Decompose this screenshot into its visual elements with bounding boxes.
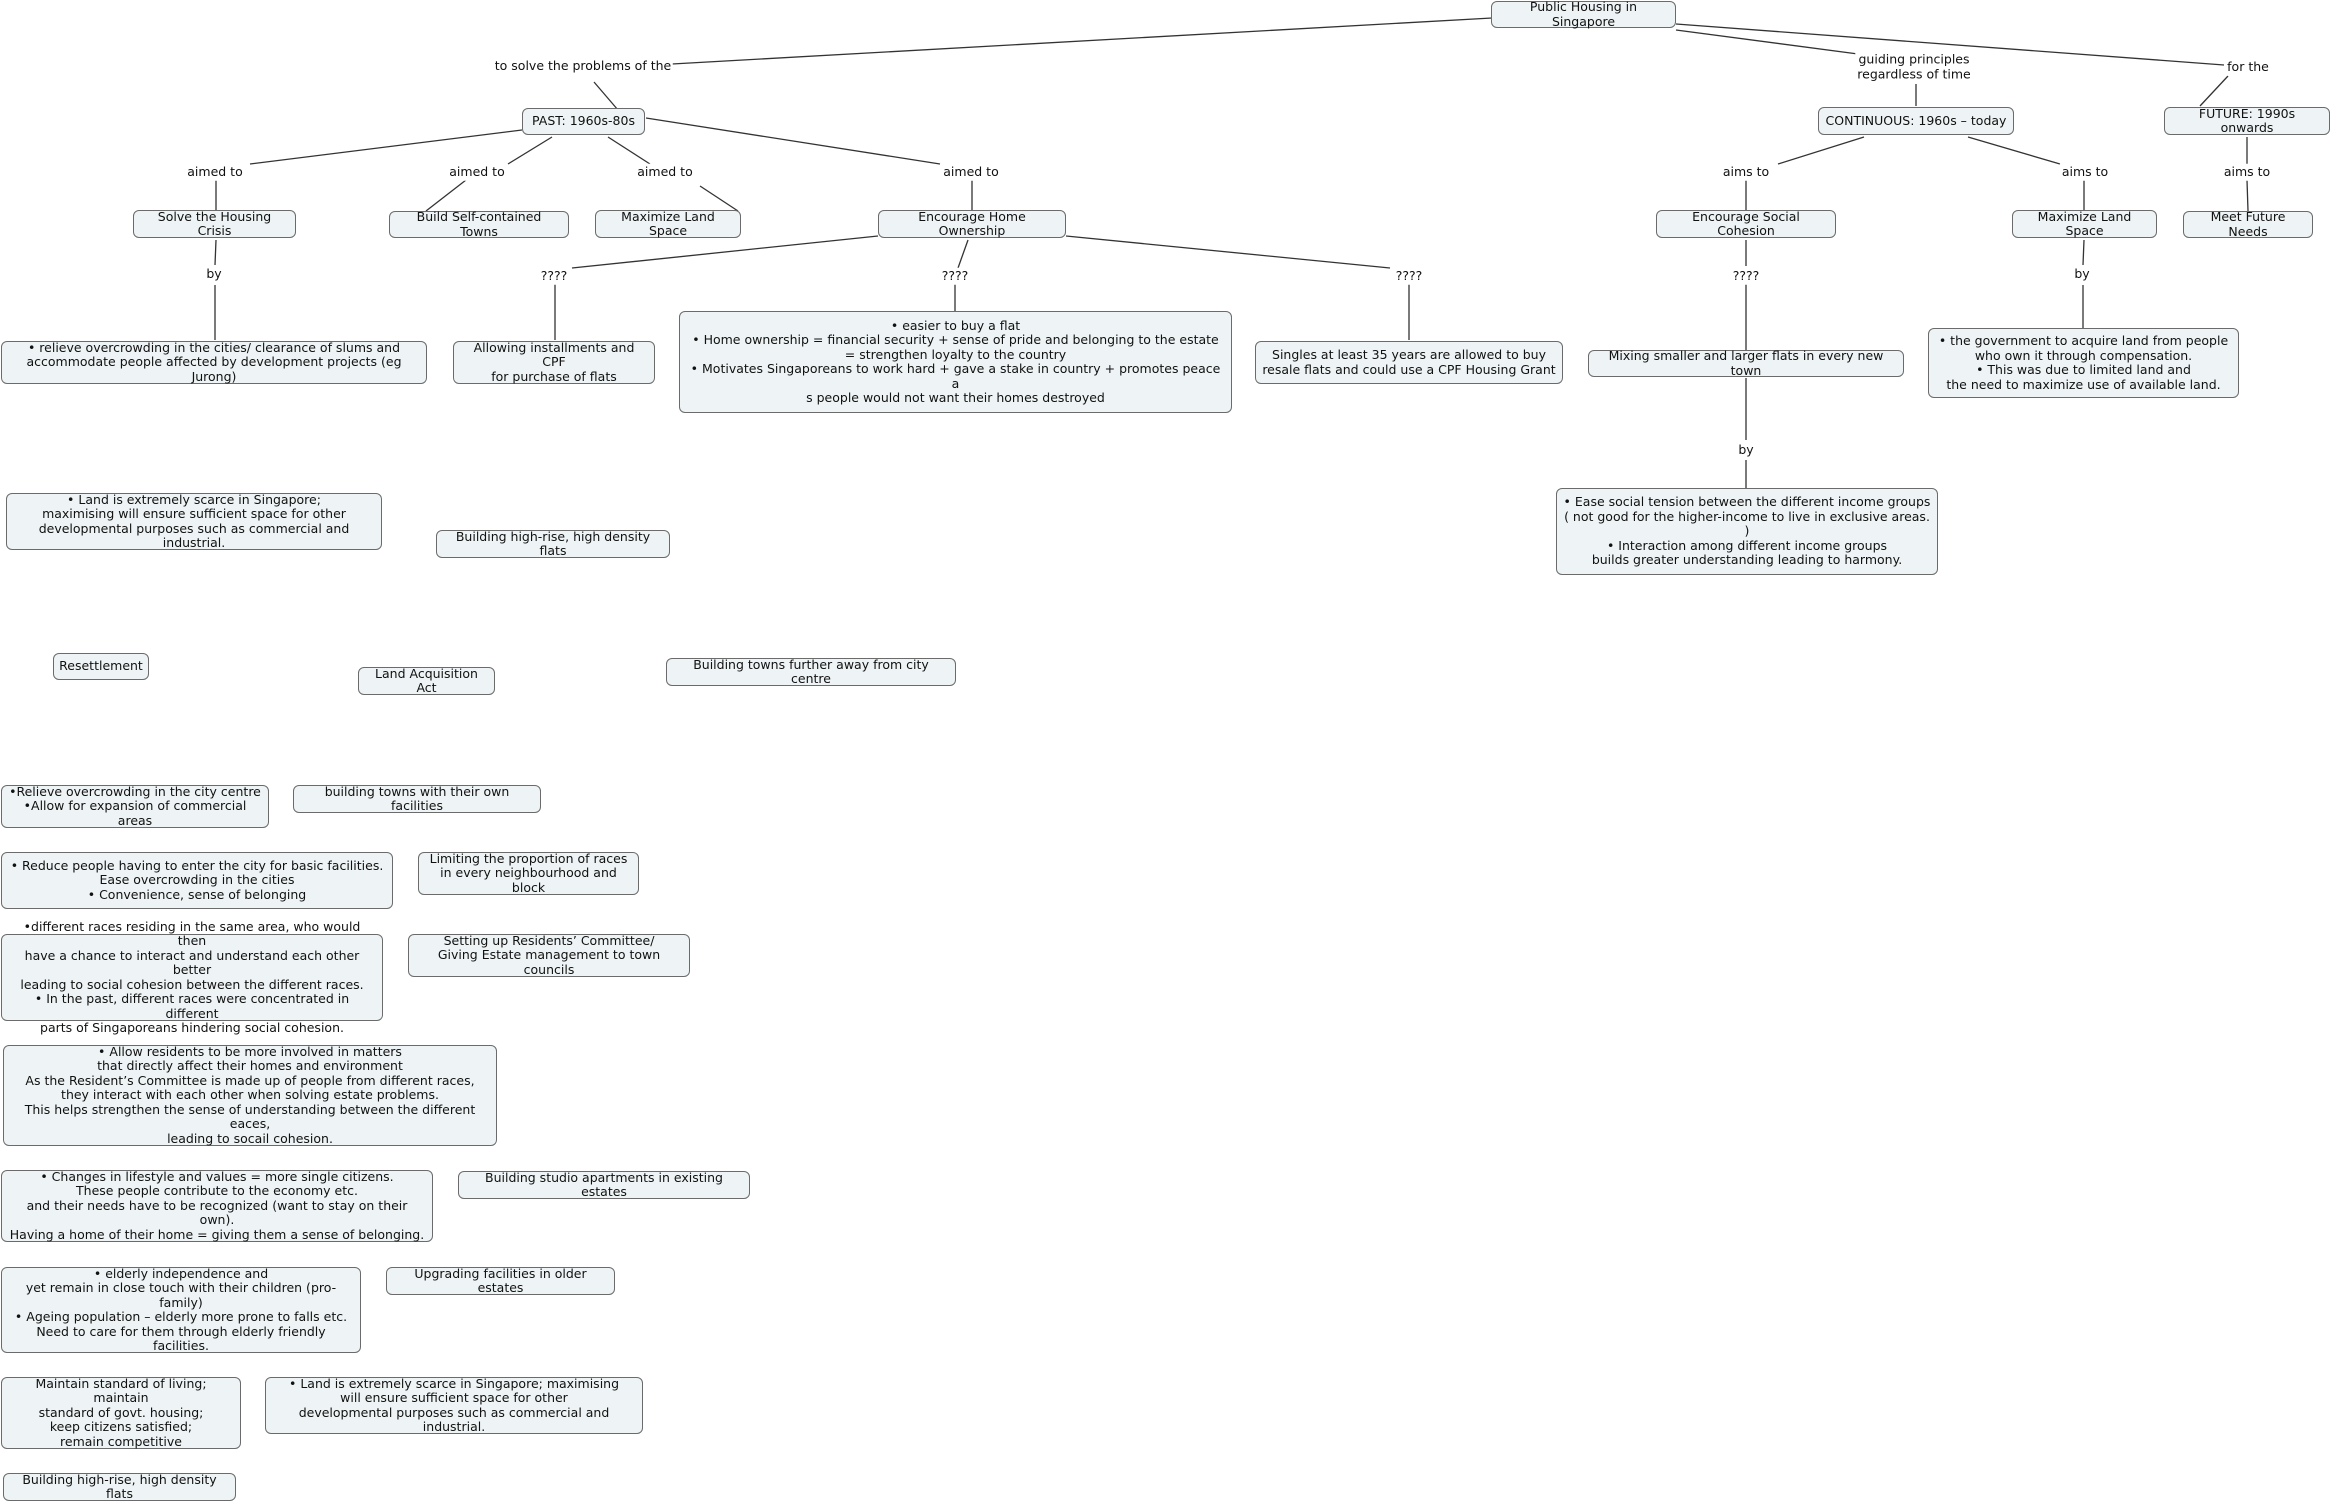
line-cont-aims1 [1777, 136, 1865, 165]
residents-committee-node[interactable]: Setting up Residents’ Committee/ Giving … [408, 933, 690, 977]
line-root-solve [671, 17, 1493, 65]
self-contained-towns-node[interactable]: Build Self-contained Towns [389, 209, 569, 238]
high-rise-flats-node[interactable]: Building high-rise, high density flats [3, 1472, 236, 1501]
high-rise-flats-node[interactable]: Building high-rise, high density flats [436, 529, 670, 558]
line-aims3-needs [2246, 179, 2249, 212]
allow-residents-node[interactable]: • Allow residents to be more involved in… [3, 1044, 497, 1146]
home-ownership-node[interactable]: Encourage Home Ownership [878, 209, 1066, 238]
installments-node[interactable]: Allowing installments and CPF for purcha… [453, 340, 655, 384]
studio-apartments-node[interactable]: Building studio apartments in existing e… [458, 1170, 750, 1199]
link-label: aims to [1720, 163, 1772, 181]
resettlement-node[interactable]: Resettlement [53, 653, 149, 680]
link-label: by [1736, 441, 1756, 459]
link-label: aimed to [447, 163, 507, 181]
link-label: by [2072, 265, 2092, 283]
link-label: ???? [1393, 267, 1425, 285]
line-past-aimed3 [607, 136, 651, 165]
elderly-node[interactable]: • elderly independence and yet remain in… [1, 1266, 361, 1353]
future-node[interactable]: FUTURE: 1990s onwards [2164, 106, 2330, 135]
line-aimed3-land [699, 185, 739, 212]
different-races-node[interactable]: •different races residing in the same ar… [1, 919, 383, 1035]
ease-tension-node[interactable]: • Ease social tension between the differ… [1556, 488, 1938, 575]
link-label: aimed to [635, 163, 695, 181]
link-label: aimed to [941, 163, 1001, 181]
continuous-node[interactable]: CONTINUOUS: 1960s – today [1818, 107, 2014, 135]
govt-acquire-node[interactable]: • the government to acquire land from pe… [1928, 328, 2239, 398]
upgrading-facilities-node[interactable]: Upgrading facilities in older estates [386, 1266, 615, 1295]
mixing-flats-node[interactable]: Mixing smaller and larger flats in every… [1588, 348, 1904, 377]
line-for-future [2199, 75, 2229, 107]
land-scarce-node[interactable]: • Land is extremely scarce in Singapore;… [265, 1376, 643, 1434]
line-root-for [1675, 23, 2225, 66]
link-label: to solve the problems of the [492, 57, 674, 75]
limiting-races-node[interactable]: Limiting the proportion of races in ever… [418, 851, 639, 895]
line-past-aimed4 [645, 117, 941, 165]
line-home-q3 [1065, 235, 1391, 269]
relieve-city-centre-node[interactable]: •Relieve overcrowding in the city centre… [1, 784, 269, 828]
line-land-by [2082, 239, 2085, 266]
link-label: for the [2225, 58, 2271, 76]
towns-further-node[interactable]: Building towns further away from city ce… [666, 657, 956, 686]
link-label: ???? [538, 267, 570, 285]
maintain-standard-node[interactable]: Maintain standard of living; maintain st… [1, 1376, 241, 1449]
line-home-q2 [957, 239, 969, 269]
maximize-land-past-node[interactable]: Maximize Land Space [595, 209, 741, 238]
link-label: guiding principles regardless of time [1855, 51, 1973, 83]
future-needs-node[interactable]: Meet Future Needs [2183, 209, 2313, 238]
line-aimed2-towns [425, 179, 467, 212]
link-label: aims to [2221, 163, 2273, 181]
link-label: ???? [1730, 267, 1762, 285]
line-solve-past [593, 81, 619, 111]
singles-node[interactable]: Singles at least 35 years are allowed to… [1255, 341, 1563, 384]
line-cont-aims2 [1967, 136, 2061, 165]
housing-crisis-node[interactable]: Solve the Housing Crisis [133, 209, 296, 238]
link-label: by [204, 265, 224, 283]
own-facilities-node[interactable]: building towns with their own facilities [293, 784, 541, 813]
land-scarce-node[interactable]: • Land is extremely scarce in Singapore;… [6, 492, 382, 550]
root-node[interactable]: Public Housing in Singapore [1491, 0, 1676, 28]
line-root-guiding [1675, 29, 1859, 55]
line-past-aimed1 [249, 129, 523, 165]
link-label: ???? [939, 267, 971, 285]
past-node[interactable]: PAST: 1960s-80s [522, 108, 645, 135]
link-label: aimed to [185, 163, 245, 181]
reduce-people-node[interactable]: • Reduce people having to enter the city… [1, 852, 393, 909]
maximize-land-cont-node[interactable]: Maximize Land Space [2012, 209, 2157, 238]
relieve-overcrowding-node[interactable]: • relieve overcrowding in the cities/ cl… [1, 340, 427, 384]
land-acquisition-act-node[interactable]: Land Acquisition Act [358, 666, 495, 695]
line-crisis-by [214, 239, 217, 266]
home-ownership-benefits-node[interactable]: • easier to buy a flat • Home ownership … [679, 311, 1232, 413]
social-cohesion-node[interactable]: Encourage Social Cohesion [1656, 209, 1836, 238]
line-past-aimed2 [507, 136, 553, 165]
link-label: aims to [2059, 163, 2111, 181]
line-home-q1 [571, 235, 879, 269]
changes-lifestyle-node[interactable]: • Changes in lifestyle and values = more… [1, 1169, 433, 1242]
